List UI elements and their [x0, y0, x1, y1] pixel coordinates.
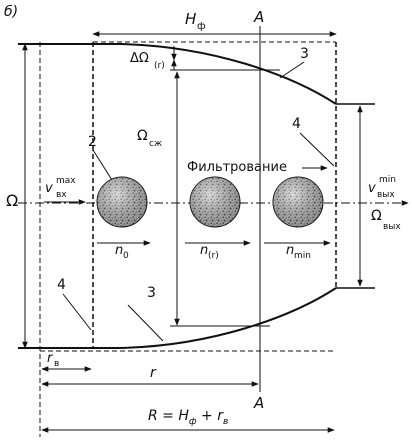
- leader-3-bottom: [127, 304, 164, 342]
- leader-4-left: [62, 293, 92, 331]
- label-number-3-top: 3: [300, 46, 309, 62]
- omega-sjat-label: Ω: [137, 128, 148, 144]
- formula-lhs: R = H: [148, 408, 189, 424]
- v-in-sup-label: max: [56, 176, 76, 186]
- label-number-2: 2: [88, 134, 97, 150]
- label-number-4-right: 4: [292, 116, 301, 132]
- nmin-sub-label: min: [294, 251, 311, 261]
- formula-label: R = Hф + rв: [148, 408, 228, 427]
- formula-sub2: в: [223, 417, 228, 427]
- n0-label: n: [115, 243, 123, 258]
- delta-omega-label: ΔΩ: [130, 51, 149, 66]
- leader-2: [92, 149, 113, 181]
- h-sub-label: ф: [197, 21, 206, 32]
- panel-label: б): [4, 4, 18, 20]
- omega-out-sub-label: вых: [383, 222, 401, 232]
- h-label: H: [185, 10, 196, 28]
- v-in-label: v: [45, 181, 53, 196]
- formula-mid: + r: [197, 408, 225, 424]
- v-out-sup-label: min: [379, 175, 396, 185]
- n0-sub-label: 0: [123, 251, 129, 261]
- filtration-label: Фильтрование: [187, 160, 287, 175]
- formula-sub1: ф: [189, 417, 197, 427]
- section-label-top: A: [253, 8, 264, 26]
- r-v-sub-label: в: [54, 359, 59, 369]
- omega-out-label: Ω: [371, 208, 382, 224]
- v-in-sub-label: вх: [56, 190, 67, 200]
- top-envelope-curve: [93, 43, 337, 105]
- leader-4-right: [299, 132, 335, 167]
- omega-label: Ω: [6, 191, 18, 210]
- label-number-4-left: 4: [57, 277, 66, 293]
- nmin-label: n: [286, 243, 294, 258]
- v-out-sub-label: вых: [377, 190, 395, 200]
- v-out-label: v: [368, 181, 376, 196]
- r-v-label: r: [47, 351, 54, 366]
- bottom-envelope-curve: [93, 287, 337, 349]
- nr-sub-label: (r): [208, 251, 219, 261]
- granular-particle-icon: [189, 176, 241, 228]
- nr-label: n: [200, 243, 208, 258]
- r-label: r: [150, 365, 157, 381]
- label-number-3-bottom: 3: [147, 285, 156, 301]
- omega-sjat-sub-label: сж: [149, 139, 162, 149]
- granular-particle-icon: [272, 176, 324, 228]
- section-label-bottom: A: [253, 394, 264, 412]
- delta-omega-sub-label: (r): [154, 61, 165, 71]
- granular-particle-icon: [96, 176, 148, 228]
- leader-3-top: [279, 61, 305, 79]
